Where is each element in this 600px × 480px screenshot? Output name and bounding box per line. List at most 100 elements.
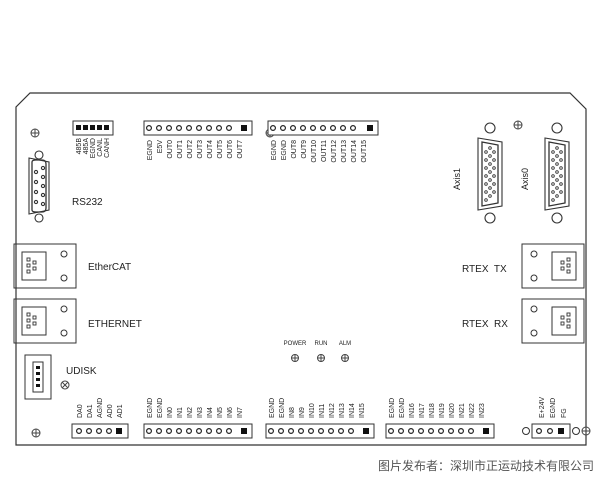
svg-text:AD0: AD0 [107,404,114,418]
svg-text:E+24V: E+24V [539,396,546,418]
rtex-tx-port[interactable] [521,243,585,289]
rs232-db9-connector[interactable] [28,150,50,223]
led-run-label: RUN [315,341,328,347]
input-terminal-block-c[interactable] [385,423,495,439]
svg-text:IN13: IN13 [339,403,346,418]
svg-text:IN10: IN10 [309,403,316,418]
svg-text:IN21: IN21 [459,403,466,418]
svg-text:CANL: CANL [97,138,104,157]
rtex-tx-label: RTEX TX [462,264,507,275]
svg-text:IN12: IN12 [329,403,336,418]
svg-text:EGND: EGND [157,398,164,418]
svg-text:IN17: IN17 [419,403,426,418]
svg-text:OUT6: OUT6 [227,140,234,159]
svg-text:EGND: EGND [550,398,557,418]
mounting-hole-bottom-left [31,428,41,438]
svg-text:FG: FG [561,408,568,418]
led-alm-icon [341,354,349,362]
svg-text:485A: 485A [83,138,90,155]
led-run-icon [317,354,325,362]
svg-text:IN0: IN0 [167,407,174,418]
rtex-rx-port[interactable] [521,298,585,344]
svg-text:IN4: IN4 [207,407,214,418]
comm-pin-labels: 485B 485A EGND CANL CANH [76,138,111,159]
svg-text:IN6: IN6 [227,407,234,418]
axis1-connector[interactable] [477,122,503,224]
svg-text:OUT9: OUT9 [301,140,308,159]
ethernet-rj45-port[interactable] [13,298,77,344]
led-power-label: POWER [284,341,307,347]
svg-text:IN1: IN1 [177,407,184,418]
output-terminal-block-b[interactable] [267,120,379,136]
axis1-label: Axis1 [452,168,462,190]
svg-text:IN15: IN15 [359,403,366,418]
svg-text:OUT10: OUT10 [311,140,318,163]
svg-text:EGND: EGND [147,398,154,418]
svg-text:OUT0: OUT0 [167,140,174,159]
axis0-connector[interactable] [544,122,570,224]
svg-text:IN14: IN14 [349,403,356,418]
svg-text:EGND: EGND [279,398,286,418]
svg-text:AGND: AGND [97,398,104,418]
svg-text:IN19: IN19 [439,403,446,418]
svg-text:OUT2: OUT2 [187,140,194,159]
svg-text:IN8: IN8 [289,407,296,418]
svg-text:CANH: CANH [104,138,111,158]
board-outline [15,92,587,446]
svg-text:IN5: IN5 [217,407,224,418]
mounting-holes [30,120,591,438]
svg-text:IN3: IN3 [197,407,204,418]
publisher-credit: 图片发布者：深圳市正运动技术有限公司 [377,459,594,473]
axis0-label: Axis0 [520,168,530,190]
svg-text:IN18: IN18 [429,403,436,418]
led-power-icon [291,354,299,362]
led-indicators: POWER RUN ALM [284,341,351,362]
svg-text:IN11: IN11 [319,404,326,418]
mounting-hole-bottom-right [581,426,591,436]
svg-text:DA1: DA1 [87,404,94,418]
output-a-pin-labels: EGND E5V OUT0 OUT1 OUT2 OUT3 OUT4 OUT5 O… [147,140,244,161]
power-terminal-block[interactable] [522,423,580,439]
ethernet-label: ETHERNET [88,319,142,330]
svg-text:OUT8: OUT8 [291,140,298,159]
ethercat-label: EtherCAT [88,262,131,273]
mounting-hole-top-right [513,120,523,130]
svg-text:IN2: IN2 [187,407,194,418]
svg-text:EGND: EGND [281,140,288,160]
input-terminal-block-b[interactable] [265,423,375,439]
udisk-usb-port[interactable] [24,354,52,400]
ground-screw-udisk [60,380,70,390]
ethercat-rj45-port[interactable] [13,243,77,289]
svg-text:IN7: IN7 [237,407,244,418]
analog-terminal-block[interactable] [71,423,129,439]
input-c-pin-labels: EGND EGND IN16 IN17 IN18 IN19 IN20 IN21 … [389,398,486,418]
svg-text:OUT3: OUT3 [197,140,204,159]
svg-text:485B: 485B [76,138,83,155]
output-terminal-block-a[interactable] [143,120,253,136]
rtex-rx-label: RTEX RX [462,319,508,330]
svg-text:OUT14: OUT14 [351,140,358,163]
svg-text:OUT12: OUT12 [331,140,338,163]
svg-text:OUT5: OUT5 [217,140,224,159]
svg-text:DA0: DA0 [77,404,84,418]
led-alm-label: ALM [339,341,351,347]
svg-text:IN23: IN23 [479,403,486,418]
svg-text:OUT13: OUT13 [341,140,348,163]
input-b-pin-labels: EGND EGND IN8 IN9 IN10 IN11 IN12 IN13 IN… [269,398,366,418]
svg-text:EGND: EGND [399,398,406,418]
svg-text:OUT1: OUT1 [177,140,184,159]
rs232-label: RS232 [72,197,103,208]
svg-text:OUT15: OUT15 [361,140,368,163]
comm-terminal-block[interactable] [72,120,114,136]
svg-text:EGND: EGND [269,398,276,418]
udisk-label: UDISK [66,366,97,377]
analog-pin-labels: DA0 DA1 AGND AD0 AD1 [77,398,124,418]
svg-text:EGND: EGND [271,140,278,160]
svg-text:OUT7: OUT7 [237,140,244,159]
mounting-hole-top-left [30,128,40,138]
svg-text:IN20: IN20 [449,403,456,418]
svg-text:IN22: IN22 [469,403,476,418]
input-terminal-block-a[interactable] [143,423,253,439]
svg-text:E5V: E5V [157,140,164,154]
